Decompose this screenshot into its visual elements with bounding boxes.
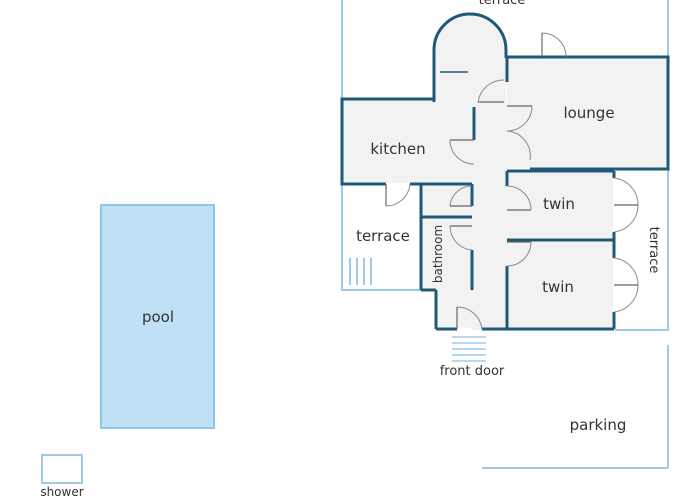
room-fills xyxy=(342,14,667,330)
door-lounge-top xyxy=(541,32,567,58)
door-front xyxy=(456,306,483,330)
bathroom-fill xyxy=(421,217,472,290)
door-twin-upper xyxy=(506,185,532,211)
front-door-steps xyxy=(452,336,486,362)
shower-shape xyxy=(41,454,83,484)
label-kitchen: kitchen xyxy=(370,140,425,158)
label-shower: shower xyxy=(40,485,83,499)
twin-lower-fill xyxy=(507,240,613,328)
lounge-fill xyxy=(507,58,667,168)
label-parking: parking xyxy=(570,416,627,434)
label-bathroom: bathroom xyxy=(431,225,445,283)
walls xyxy=(340,12,670,331)
kitchen-wall xyxy=(340,97,434,186)
hall-arch-fill xyxy=(434,14,506,102)
entry-fill xyxy=(436,290,508,328)
door-kitchen-bottom xyxy=(385,183,411,207)
label-terrace-top: terrace xyxy=(479,0,526,8)
label-twin-upper: twin xyxy=(543,195,575,213)
lounge-wall xyxy=(507,55,670,171)
door-kitchen-hall xyxy=(449,139,475,165)
label-lounge: lounge xyxy=(563,104,614,122)
arch-wall xyxy=(432,12,508,102)
door-twin-lower xyxy=(506,241,532,267)
door-twin-upper-terrace xyxy=(613,177,639,233)
door-bathroom xyxy=(449,225,473,251)
door-twin-lower-terrace xyxy=(613,257,639,313)
label-front-door: front door xyxy=(440,364,505,379)
label-pool: pool xyxy=(142,308,174,326)
door-hall-arch xyxy=(477,79,505,103)
label-twin-lower: twin xyxy=(542,278,574,296)
kitchen-fill xyxy=(342,99,474,183)
twin-upper-fill xyxy=(507,172,613,240)
pool-shape xyxy=(100,204,215,429)
terrace-outline-top xyxy=(341,0,436,291)
label-terrace-left: terrace xyxy=(356,227,410,245)
door-lounge-side xyxy=(506,105,533,161)
utility-fill xyxy=(421,183,472,217)
terrace-stairs xyxy=(349,258,372,285)
door-utility xyxy=(449,185,472,207)
doors xyxy=(385,32,639,330)
label-terrace-right: terrace xyxy=(646,227,661,274)
